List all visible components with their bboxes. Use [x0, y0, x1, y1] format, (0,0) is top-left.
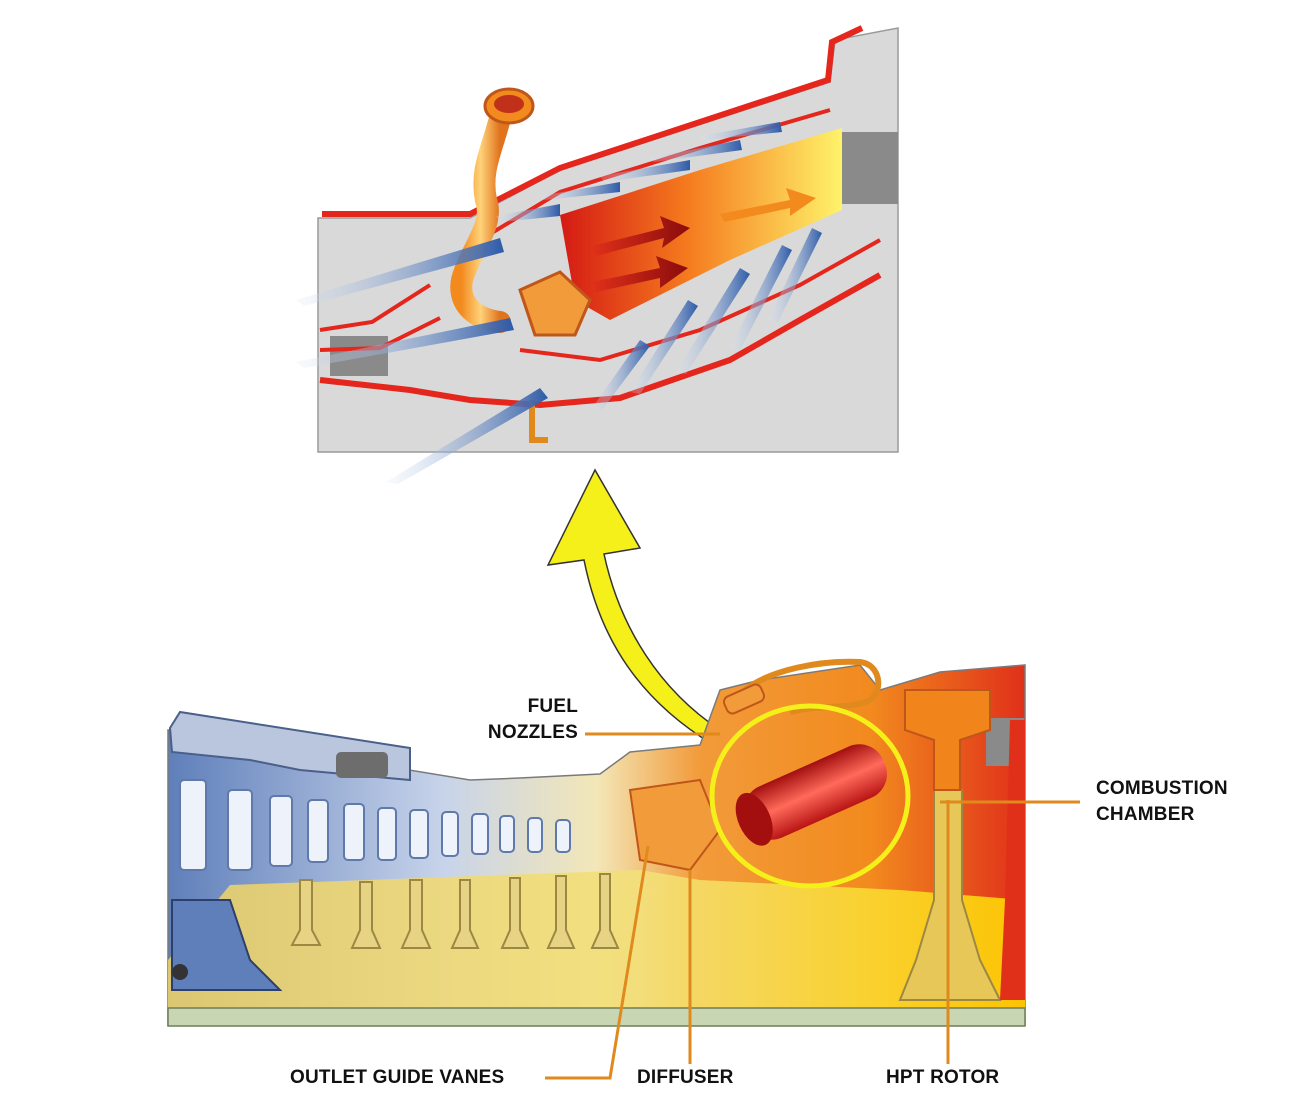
air-arrow [676, 268, 750, 374]
flow-arrow [592, 256, 688, 292]
bearing-bolt [172, 964, 188, 980]
air-arrow [630, 300, 698, 394]
compressor-blades [179, 779, 571, 871]
zoom-arrow [546, 468, 721, 746]
outlet-guide-vanes-label: OUTLET GUIDE VANES [290, 1067, 505, 1088]
air-arrow [650, 140, 742, 162]
combustion-chamber-label: COMBUSTION CHAMBER [1096, 776, 1228, 828]
compressor-blade [409, 809, 429, 859]
compressor-blade [555, 819, 571, 853]
combustor-liner [735, 744, 888, 846]
compressor-blade [441, 811, 459, 857]
diffuser-label: DIFFUSER [637, 1067, 734, 1088]
swirler-cup [518, 270, 592, 337]
inner-casing-line [319, 272, 882, 409]
air-arrow [768, 228, 822, 322]
fuel-nozzles-line-2: NOZZLES [487, 722, 578, 743]
bleed-valve [336, 752, 388, 778]
diffuser-section [628, 778, 722, 872]
fuel-pipe-inlet-bore [494, 95, 524, 113]
leader-lines [545, 732, 1080, 1080]
engine-shaft [167, 1007, 1026, 1027]
compressor-blade [527, 817, 543, 853]
engine-section [167, 658, 1026, 1027]
compressor-disk [500, 877, 530, 949]
air-arrow [730, 245, 792, 350]
flow-arrow [592, 216, 690, 256]
compressor-disk [450, 879, 480, 949]
zoom-panel [296, 25, 899, 484]
air-arrow [496, 204, 560, 222]
compressor-blade [179, 779, 207, 871]
air-arrow [592, 340, 650, 410]
combustor-liner-end [735, 792, 773, 846]
fuel-pipe [450, 107, 511, 333]
fuel-nozzles-line-1: FUEL [527, 696, 578, 717]
liner-inner-wall [519, 238, 881, 363]
air-arrow [600, 160, 690, 182]
air-arrow [296, 238, 504, 306]
air-arrow [540, 182, 620, 200]
turbine-nozzle-block [842, 132, 898, 204]
outer-casing-line [322, 25, 864, 217]
compressor-blade [377, 807, 397, 861]
compressor-disk [400, 879, 432, 949]
air-arrow [386, 388, 548, 484]
hpt-rotor-label: HPT ROTOR [886, 1067, 1000, 1088]
mounting-flange [529, 400, 548, 443]
combustion-chamber-line-1: COMBUSTION [1096, 778, 1228, 799]
compressor-blade [499, 815, 515, 853]
fuel-nozzle-body [722, 683, 766, 715]
compressor-disks [290, 873, 620, 949]
compressor-disk [350, 881, 382, 949]
compressor-disk [290, 879, 322, 946]
compressor-blade [307, 799, 329, 863]
compressor-blade [269, 795, 293, 867]
combustion-flame [560, 128, 842, 320]
hpt-rotor-blade [904, 689, 991, 791]
air-arrow [700, 122, 782, 140]
compressor-blade [471, 813, 489, 855]
compressor-blade [343, 803, 365, 861]
leader-outlet-guide-vanes [545, 845, 650, 1080]
fuel-nozzles-label: FUEL NOZZLES [474, 694, 578, 746]
highlight-circle [709, 703, 911, 889]
compressor-disk [546, 875, 576, 949]
air-arrow [296, 318, 514, 368]
combustor-liner-tube [743, 744, 888, 840]
compressor-disk [590, 873, 620, 949]
flow-arrow [720, 188, 816, 222]
front-bearing-housing [171, 899, 283, 991]
combustion-chamber-line-2: CHAMBER [1096, 804, 1195, 825]
compressor-blade [227, 789, 253, 871]
turbine-casing [1000, 720, 1025, 1000]
